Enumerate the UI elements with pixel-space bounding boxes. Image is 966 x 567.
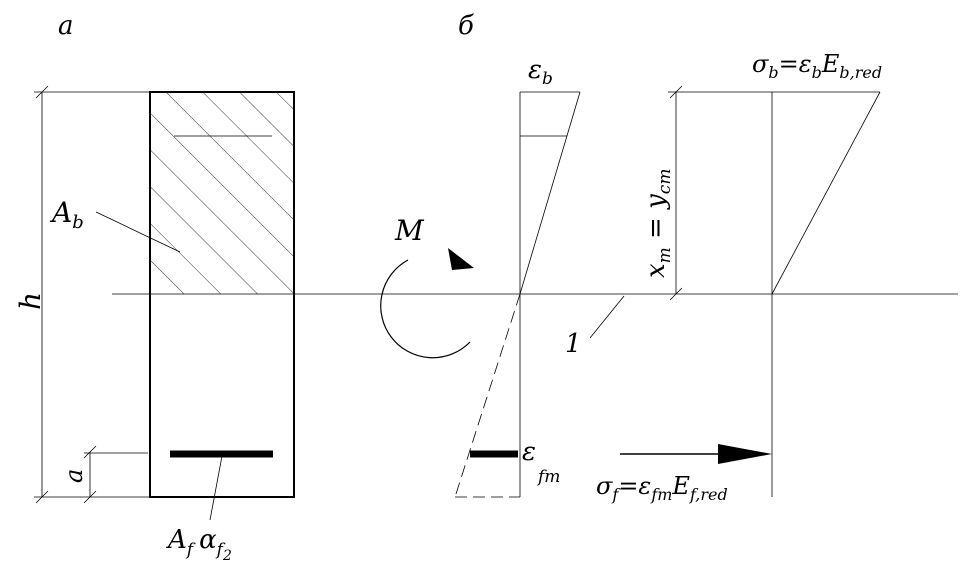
one-leader: [589, 295, 625, 339]
one-label: 1: [565, 329, 582, 359]
m-label: M: [394, 214, 425, 247]
eps-fm-label: εfm: [522, 437, 560, 487]
xm-dimension: [668, 85, 772, 301]
ab-leader: [95, 211, 181, 253]
xm-label: xm = ycm: [641, 169, 675, 278]
eps-b-label: εb: [528, 55, 553, 89]
strain-diagram: [454, 91, 581, 498]
stress-diagram: [771, 91, 881, 497]
section-outline: [149, 91, 295, 498]
sigma-b-label: σb=εbEb,red: [752, 50, 882, 82]
moment-arc: [380, 259, 471, 359]
moment-arrowhead: [448, 248, 474, 270]
tension-arrowhead: [718, 444, 772, 464]
sigma-f-label: σf=εfmEf,red: [596, 472, 728, 504]
height-dimension: [34, 85, 150, 504]
ab-label: Ab: [49, 196, 84, 233]
cover-dimension: [83, 445, 148, 504]
panel-label-a: а: [58, 11, 74, 41]
reinforcement-leader: [209, 455, 223, 521]
compressed-zone-hatch: [150, 92, 294, 294]
a-label: a: [60, 469, 88, 483]
panel-label-b: б: [458, 11, 474, 41]
h-label: h: [14, 292, 47, 310]
